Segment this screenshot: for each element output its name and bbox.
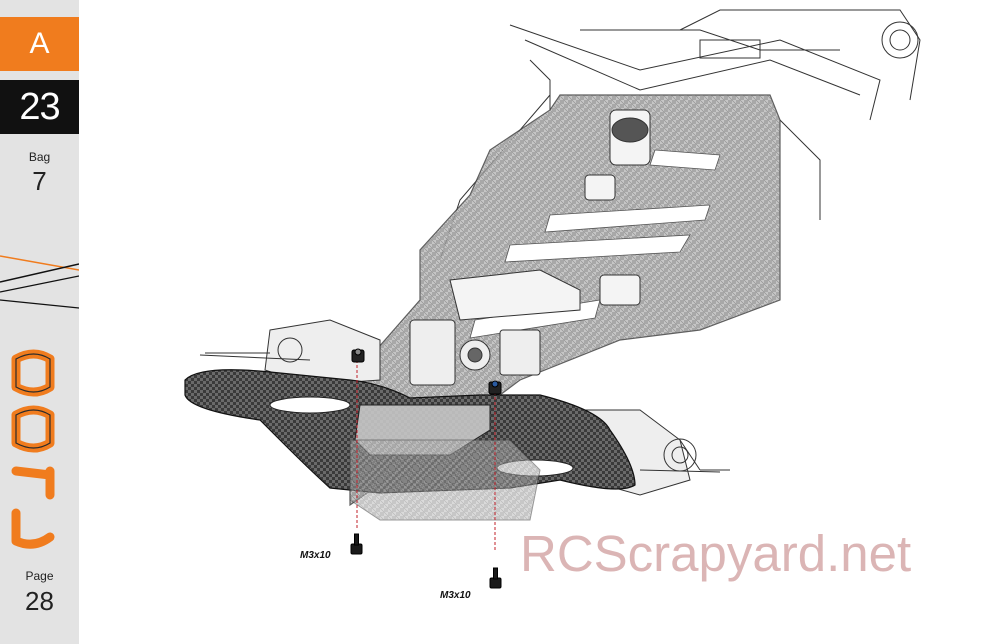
screw-size-label-left: M3x10 xyxy=(300,550,331,561)
alignment-lines xyxy=(356,360,496,550)
step-number: 23 xyxy=(0,80,79,134)
bag-number: 7 xyxy=(32,166,47,196)
motor-mount xyxy=(449,109,651,321)
sidebar: A 23 Bag 7 Page 28 xyxy=(0,0,79,644)
decorative-lines xyxy=(0,255,79,309)
page-label: Page xyxy=(25,569,54,583)
watermark: RCScrapyard.net xyxy=(520,525,912,582)
page-number: 28 xyxy=(25,586,54,616)
screw-m3x10-left xyxy=(350,533,363,555)
front-lower-plate xyxy=(349,439,541,521)
screw-m3x10-right xyxy=(489,567,502,589)
bag-label: Bag xyxy=(28,150,51,164)
chassis-assembly-drawing xyxy=(184,9,921,589)
front-suspension-lineart xyxy=(205,337,730,472)
cap-screw-top-right xyxy=(488,380,502,395)
brand-logo xyxy=(11,349,55,549)
screw-size-label-right: M3x10 xyxy=(440,590,471,601)
section-tab: A xyxy=(0,17,79,71)
cap-screw-top-left xyxy=(351,348,365,363)
